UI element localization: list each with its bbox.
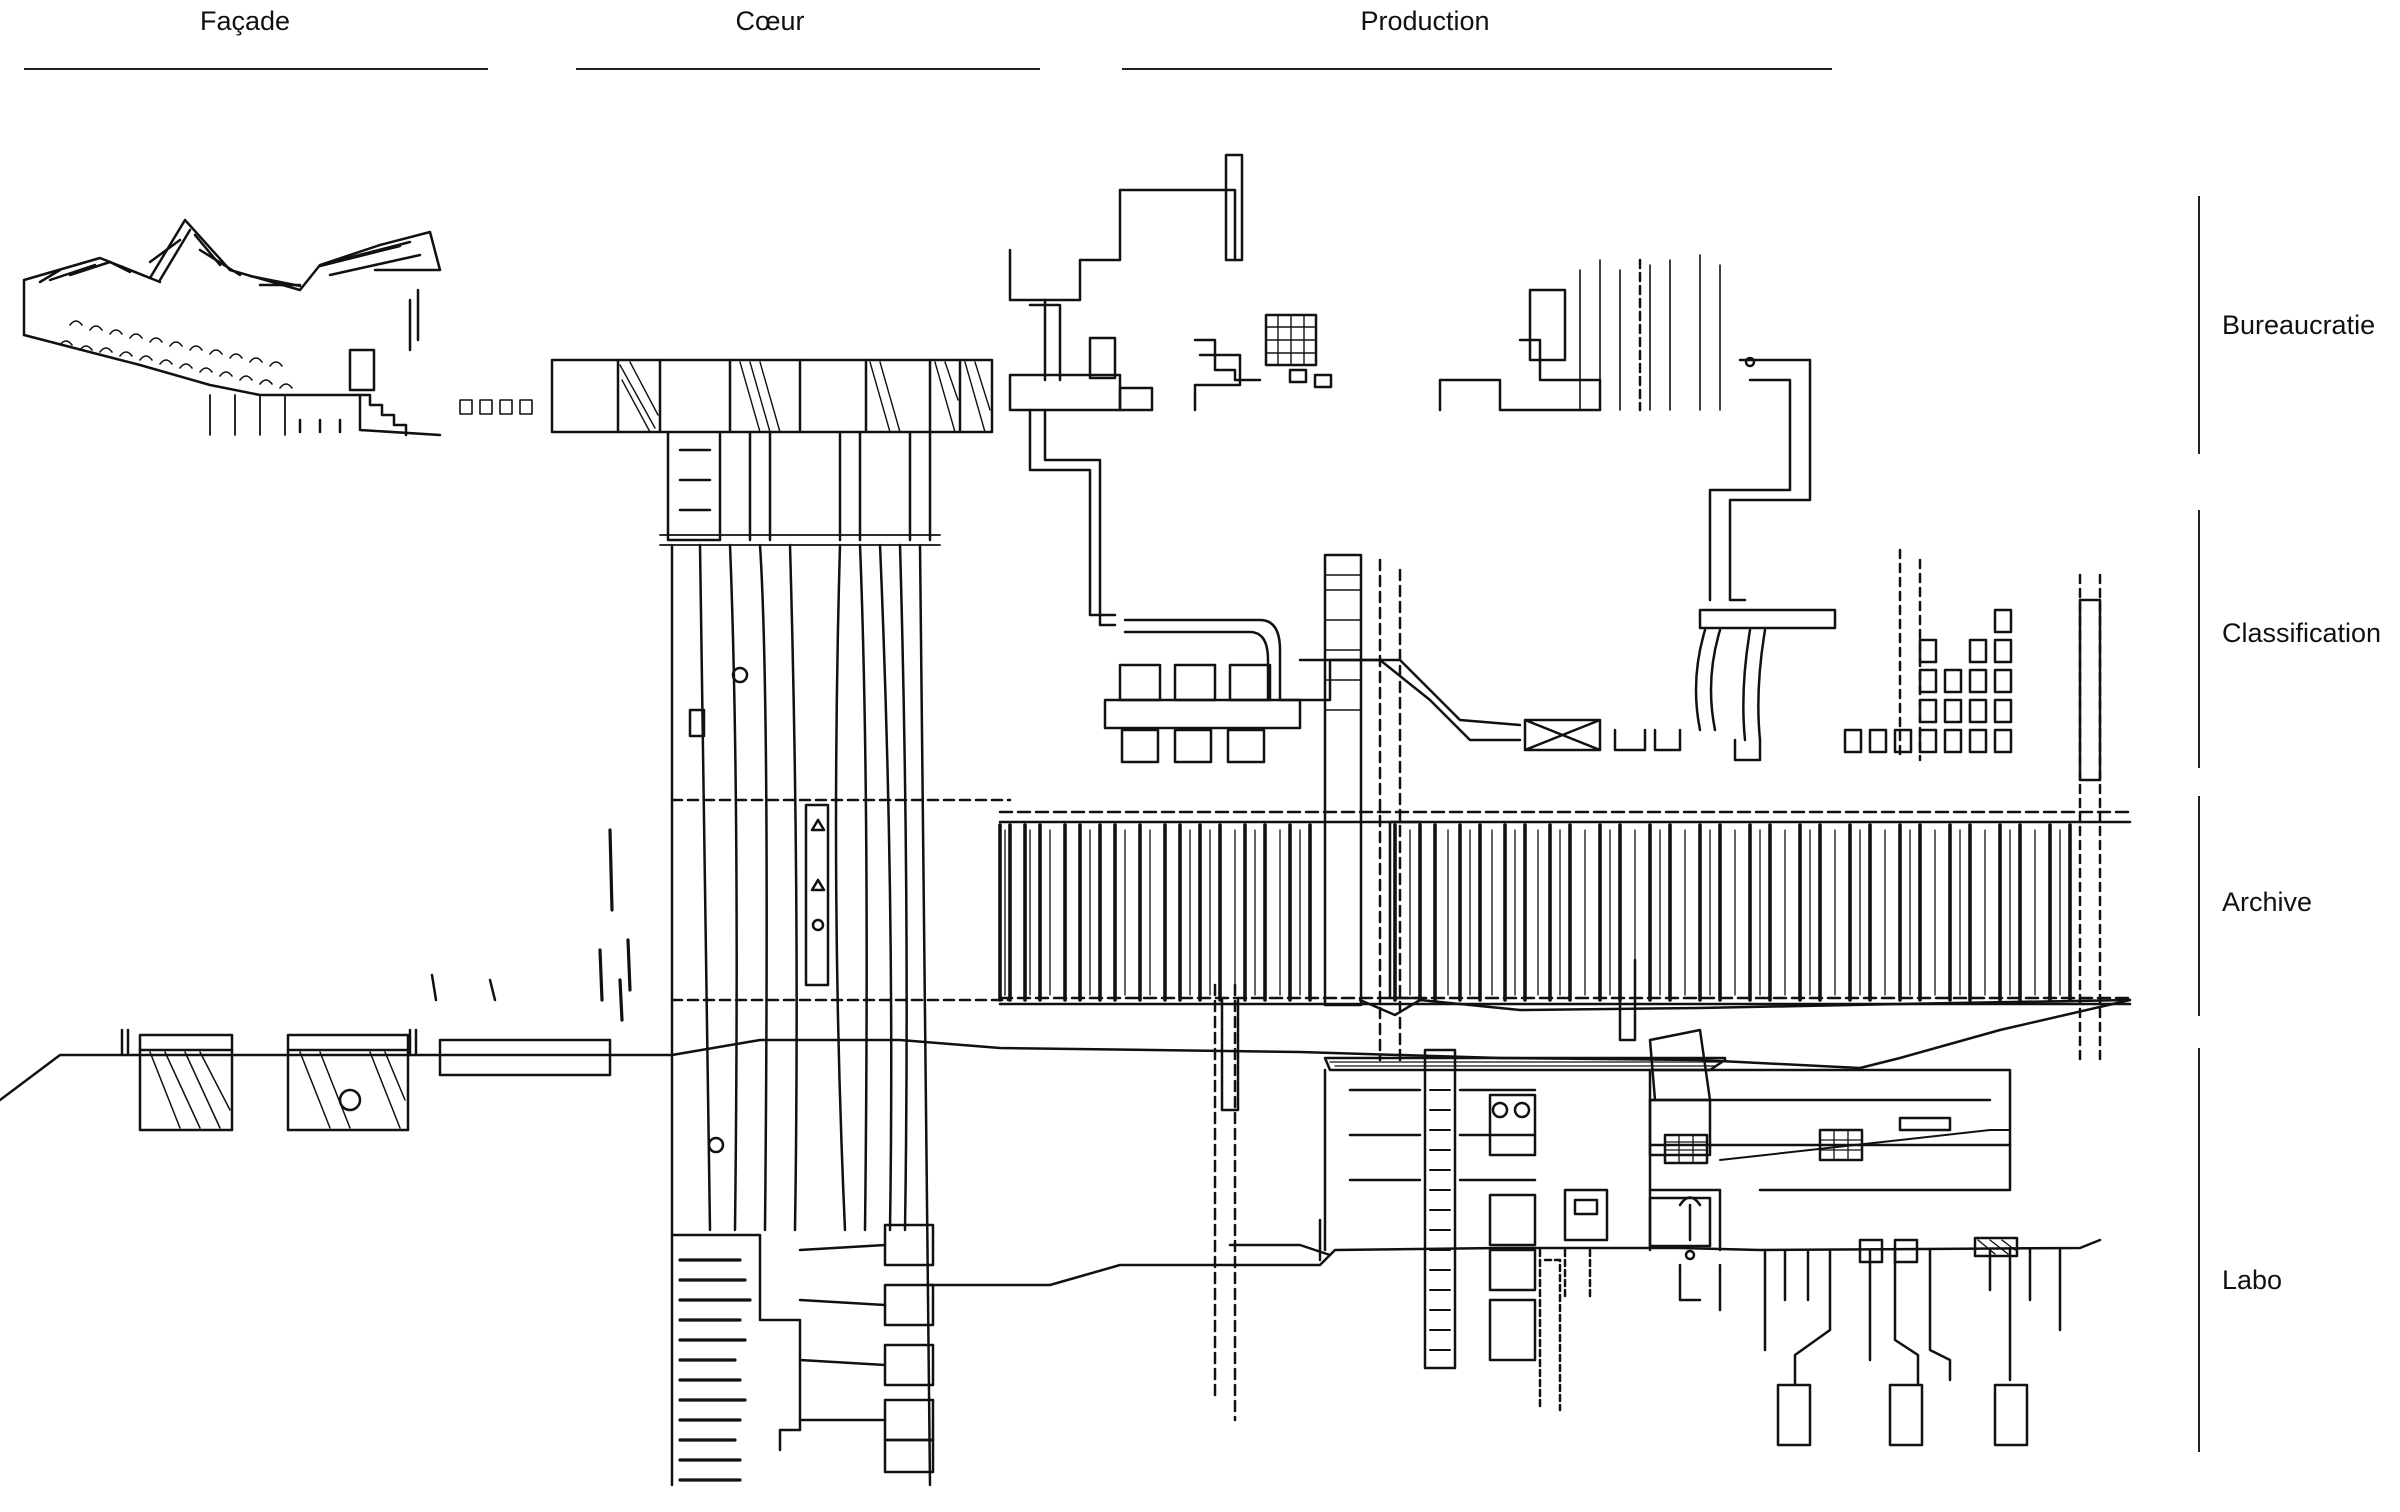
row-rule-bureaucratie: [2198, 196, 2200, 454]
row-rule-archive: [2198, 796, 2200, 1016]
row-rule-labo: [2198, 1048, 2200, 1452]
archive-band: [670, 810, 2132, 1112]
classification-grid: [1843, 548, 2102, 1062]
facade-auditorium: [22, 218, 533, 437]
production-bureaucracy: [1008, 153, 1812, 602]
row-label-classification: Classification: [2222, 618, 2382, 648]
column-label-coeur: Cœur: [735, 6, 805, 36]
column-label-production: Production: [1360, 6, 1490, 36]
column-rule-facade: [24, 68, 488, 70]
row-rule-classification: [2198, 510, 2200, 768]
row-label-labo: Labo: [2222, 1265, 2283, 1295]
production-pipes: [1028, 408, 1837, 1007]
coeur-base: [670, 1223, 935, 1482]
production-dashed-column: [1213, 558, 1402, 1422]
row-label-archive: Archive: [2222, 887, 2313, 917]
facade-ground: [0, 828, 674, 1132]
coeur-top-bar: [550, 358, 994, 546]
labo-section: [928, 1028, 2102, 1447]
column-rule-coeur: [576, 68, 1040, 70]
column-rule-production: [1122, 68, 1832, 70]
column-label-facade: Façade: [199, 6, 291, 36]
row-label-bureaucratie: Bureaucratie: [2222, 310, 2376, 340]
coeur-shaft: [670, 543, 1012, 1487]
